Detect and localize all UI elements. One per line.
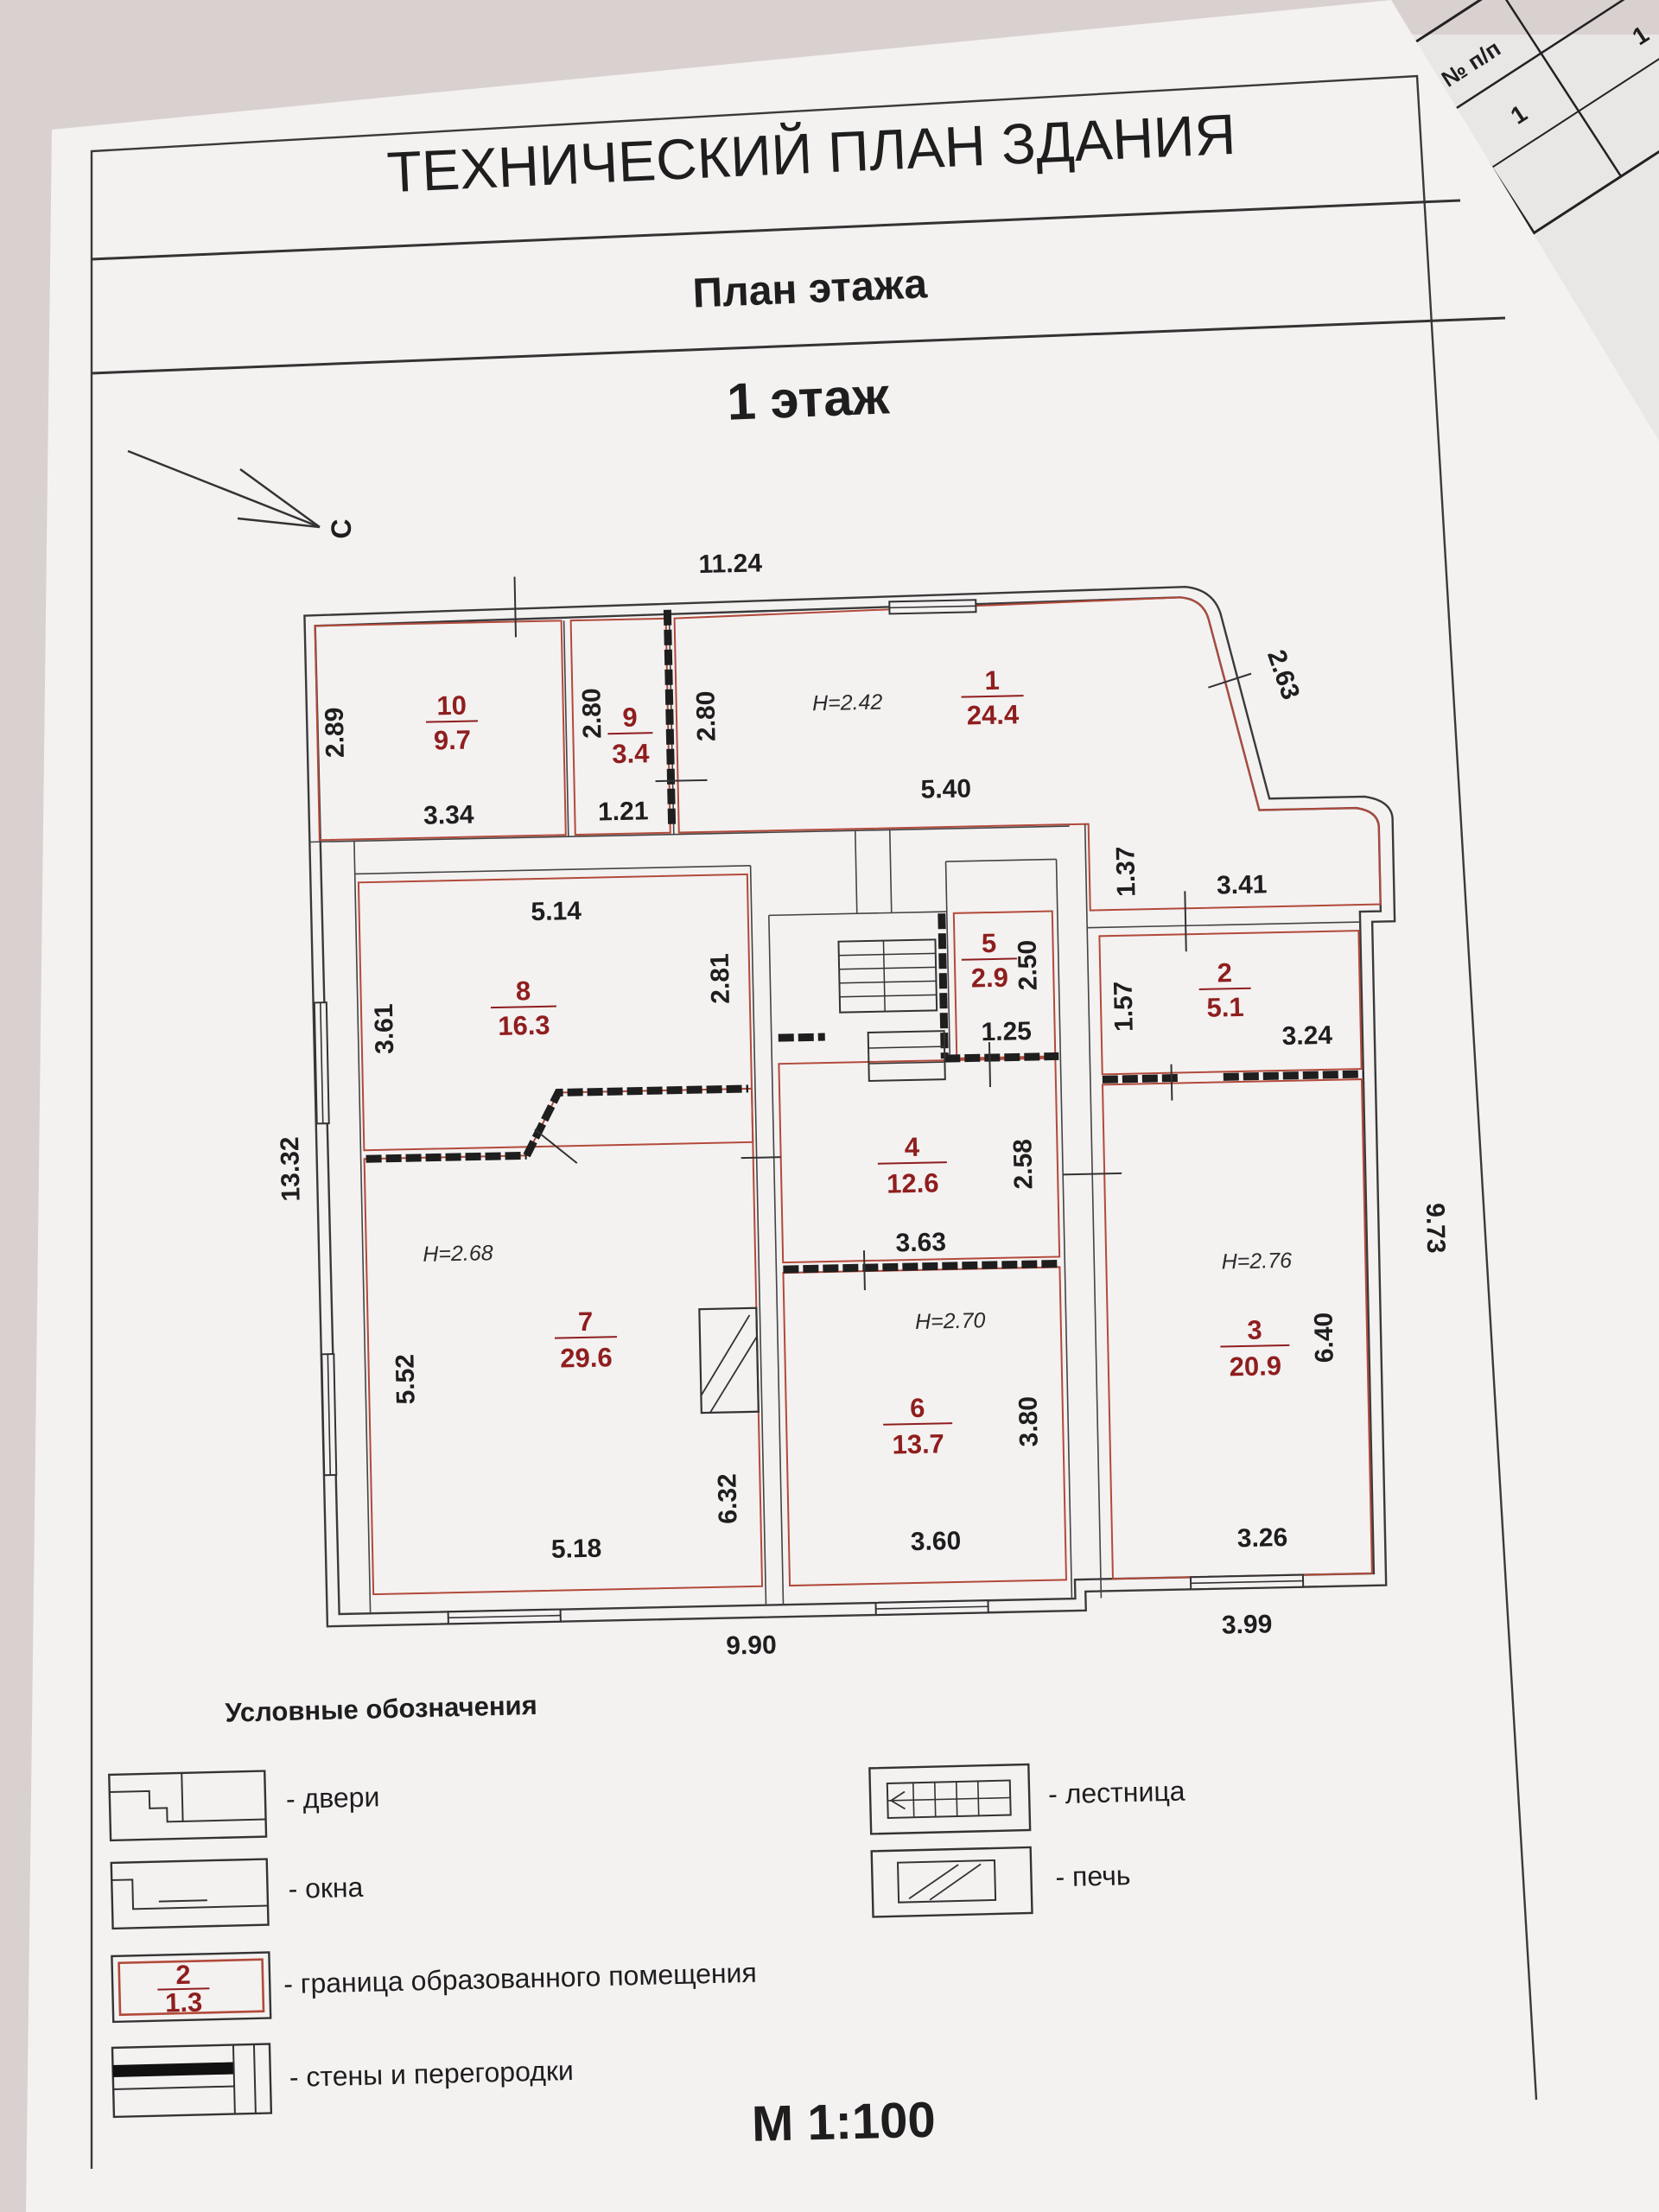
floor-title: 1 этаж [726,366,892,431]
svg-text:7: 7 [578,1306,594,1337]
svg-text:3.80: 3.80 [1014,1396,1044,1447]
svg-text:3.60: 3.60 [910,1527,961,1556]
svg-text:4: 4 [904,1132,920,1162]
svg-text:9.7: 9.7 [434,725,472,756]
doors [513,576,1252,1291]
svg-text:- лестница: - лестница [1048,1776,1185,1810]
svg-text:2.9: 2.9 [970,963,1008,994]
svg-text:- окна: - окна [288,1872,364,1904]
svg-text:5.14: 5.14 [531,897,582,926]
room-7-label: H=2.68 7 29.6 [423,1241,618,1374]
legend-stairs: - лестница [868,1763,1185,1835]
north-label: С [326,518,357,538]
svg-text:5: 5 [982,928,997,958]
paper-sheet [26,0,1659,2212]
svg-text:6.32: 6.32 [713,1473,742,1524]
svg-text:20.9: 20.9 [1229,1351,1281,1382]
room-4-label: 4 12.6 [877,1132,947,1199]
svg-text:- стены и перегородки: - стены и перегородки [289,2055,574,2093]
floor-plan: 10 9.7 9 3.4 H=2.42 1 24.4 8 16.3 5 [276,549,1450,1660]
svg-text:12.6: 12.6 [887,1167,939,1198]
svg-text:10: 10 [436,690,467,721]
room-2-label: 2 5.1 [1198,957,1251,1023]
dim-top-overall: 11.24 [698,549,762,579]
dim-bottom-left: 9.90 [726,1630,777,1660]
svg-text:- печь: - печь [1055,1859,1131,1892]
svg-text:2.89: 2.89 [321,707,350,758]
scale-label: М 1:100 [751,2092,936,2152]
svg-text:29.6: 29.6 [560,1342,613,1373]
room-8-label: 8 16.3 [490,976,556,1041]
svg-text:13.7: 13.7 [892,1428,944,1459]
legend-doors: - двери [108,1770,380,1842]
svg-text:5.40: 5.40 [920,774,971,804]
room-3-label: H=2.76 3 20.9 [1220,1249,1292,1382]
svg-text:2.80: 2.80 [691,690,721,741]
legend-windows: - окна [110,1858,364,1930]
svg-text:3.61: 3.61 [370,1003,399,1054]
room-6-label: H=2.70 6 13.7 [883,1308,986,1460]
svg-text:5.18: 5.18 [551,1535,602,1564]
svg-text:2: 2 [175,1960,191,1990]
svg-text:2.50: 2.50 [1013,940,1042,991]
svg-text:2.80: 2.80 [577,688,607,739]
svg-text:8: 8 [516,976,531,1006]
svg-text:3.24: 3.24 [1281,1021,1332,1051]
stove [698,1306,760,1414]
room-1-label: H=2.42 1 24.4 [812,665,1024,731]
svg-text:3: 3 [1247,1315,1262,1345]
svg-text:2: 2 [1217,957,1232,988]
svg-text:3.4: 3.4 [612,738,651,769]
svg-text:1.21: 1.21 [598,797,649,826]
svg-text:6: 6 [910,1393,925,1423]
svg-text:1.3: 1.3 [165,1986,203,2018]
legend-stove: - печь [870,1846,1131,1918]
dim-bottom-right: 3.99 [1222,1610,1273,1639]
svg-text:6.40: 6.40 [1310,1312,1339,1363]
svg-text:- двери: - двери [286,1781,380,1815]
svg-text:5.1: 5.1 [1206,992,1244,1023]
svg-text:3.63: 3.63 [895,1228,946,1257]
svg-text:2.81: 2.81 [706,953,735,1004]
svg-text:1: 1 [984,665,1000,696]
room-9-label: 9 3.4 [607,702,653,769]
svg-text:1.37: 1.37 [1111,846,1141,897]
dimensions: 11.24 2.63 13.32 9.73 9.90 3.99 2.89 3.3… [276,549,1450,1660]
dim-right-overall: 9.73 [1421,1203,1450,1254]
windows [313,599,1305,1625]
svg-text:H=2.76: H=2.76 [1221,1249,1292,1274]
svg-text:16.3: 16.3 [498,1010,550,1041]
svg-text:H=2.42: H=2.42 [812,690,883,716]
partitions [365,609,1363,1274]
north-arrow: С [127,449,357,539]
svg-text:24.4: 24.4 [966,699,1020,730]
room-5-label: 5 2.9 [961,928,1017,994]
room-labels: 10 9.7 9 3.4 H=2.42 1 24.4 8 16.3 5 [423,665,1292,1460]
svg-text:3.26: 3.26 [1236,1523,1287,1553]
svg-text:2.58: 2.58 [1008,1139,1038,1190]
svg-text:3.41: 3.41 [1217,870,1268,899]
svg-text:H=2.68: H=2.68 [423,1241,493,1267]
svg-text:3.34: 3.34 [423,801,474,830]
room-10-label: 10 9.7 [426,690,479,756]
section-title: План этажа [692,261,929,316]
stairs [837,938,946,1083]
dim-left-overall: 13.32 [276,1136,306,1202]
svg-text:H=2.70: H=2.70 [915,1308,986,1334]
svg-text:9: 9 [622,702,638,733]
svg-text:5.52: 5.52 [391,1354,420,1405]
svg-text:1.25: 1.25 [981,1017,1032,1046]
legend-walls: - стены и перегородки [111,2043,574,2119]
svg-text:1.57: 1.57 [1109,981,1138,1032]
